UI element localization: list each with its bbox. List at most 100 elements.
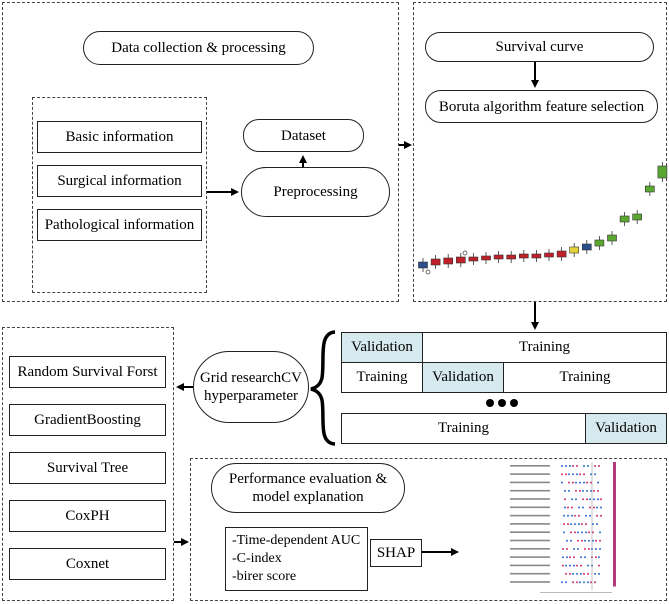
- metrics-box: -Time-dependent AUC -C-index -birer scor…: [225, 527, 368, 591]
- boxplot-box: [493, 254, 504, 260]
- shap-feature-label: [510, 514, 550, 517]
- shap-dot: [562, 548, 564, 550]
- shap-dot: [578, 523, 580, 526]
- boruta-box: Boruta algorithm feature selection: [425, 90, 658, 123]
- model-gradient-boosting: GradientBoosting: [9, 404, 166, 436]
- shap-dot: [567, 523, 569, 526]
- shap-dot: [561, 465, 563, 467]
- shap-dot: [567, 506, 569, 509]
- shap-dot: [597, 481, 599, 484]
- boxplot-box: [506, 254, 517, 260]
- shap-dot: [565, 465, 567, 467]
- shap-dot: [567, 514, 569, 517]
- shap-dot: [595, 548, 597, 550]
- shap-feature-label: [510, 498, 550, 500]
- shap-feature-label: [510, 465, 550, 467]
- ellipsis-dot: [510, 399, 518, 407]
- shap-dot: [594, 465, 596, 467]
- metric-c-index: -C-index: [232, 550, 282, 566]
- shap-dot: [586, 498, 588, 501]
- shap-dot: [587, 581, 589, 584]
- shap-dot: [593, 498, 595, 501]
- cv-row2-validation: Validation: [422, 362, 504, 393]
- shap-dot: [578, 514, 580, 517]
- shap-dot: [574, 514, 576, 517]
- shap-dot: [570, 523, 572, 526]
- shap-dot: [580, 556, 582, 559]
- shap-dot: [584, 539, 586, 542]
- shap-dot: [580, 572, 582, 575]
- shap-dot: [597, 489, 599, 492]
- shap-dot: [566, 539, 568, 542]
- shap-feature-label: [510, 531, 550, 533]
- shap-dot: [582, 506, 584, 509]
- shap-feature-label: [510, 581, 550, 583]
- shap-dot: [572, 473, 574, 476]
- boxplot-box: [455, 256, 466, 264]
- boxplot-box: [518, 253, 529, 259]
- shap-dot: [592, 523, 594, 526]
- model-coxnet: Coxnet: [9, 548, 166, 580]
- shap-dot: [589, 506, 591, 509]
- shap-dot: [599, 548, 601, 550]
- shap-dot: [594, 572, 596, 575]
- shap-dot: [579, 473, 581, 476]
- shap-dot: [576, 473, 578, 476]
- shap-dot: [563, 531, 565, 534]
- shap-dot: [581, 539, 583, 542]
- basic-information-box: Basic information: [37, 121, 202, 153]
- shap-dot: [561, 481, 563, 484]
- shap-dot: [565, 473, 567, 476]
- shap-feature-label: [510, 523, 550, 525]
- shap-dot: [590, 473, 592, 476]
- shap-dot: [563, 514, 565, 517]
- pathological-information-box: Pathological information: [37, 209, 202, 241]
- boxplot-box: [443, 257, 454, 265]
- shap-feature-label: [510, 556, 550, 558]
- shap-dot: [594, 473, 596, 476]
- shap-dot: [570, 531, 572, 534]
- shap-dot: [597, 498, 599, 501]
- shap-dot: [566, 556, 568, 559]
- shap-dot: [569, 465, 571, 467]
- shap-dot: [568, 481, 570, 484]
- shap-dot: [582, 489, 584, 492]
- shap-dot: [563, 523, 565, 526]
- shap-dot: [587, 465, 589, 467]
- shap-dot: [586, 489, 588, 492]
- performance-title-line1: Performance evaluation &: [228, 471, 388, 487]
- shap-dot: [581, 531, 583, 534]
- performance-panel: [190, 458, 667, 601]
- shap-dot: [584, 548, 586, 550]
- shap-dot: [561, 581, 563, 584]
- performance-title-box: Performance evaluation & model explanati…: [211, 463, 405, 513]
- shap-dot: [569, 572, 571, 575]
- shap-feature-label: [510, 506, 550, 509]
- shap-dot: [577, 539, 579, 542]
- shap-dot: [585, 531, 587, 534]
- shap-feature-label: [510, 481, 550, 484]
- shap-dot: [595, 539, 597, 542]
- shap-dot: [562, 556, 564, 559]
- shap-dot: [562, 564, 564, 567]
- grid-search-line2: hyperparameter: [203, 388, 299, 404]
- shap-dot: [564, 506, 566, 509]
- shap-feature-label: [510, 564, 550, 567]
- boxplot-box: [418, 261, 428, 269]
- shap-dot: [578, 506, 580, 509]
- shap-dot: [594, 581, 596, 584]
- shap-dot: [573, 556, 575, 559]
- model-random-survival-forest: Random Survival Forst: [9, 356, 166, 388]
- ellipsis-dot: [498, 399, 506, 407]
- cv-brace: [310, 330, 336, 446]
- shap-feature-label: [510, 572, 550, 575]
- shap-dot: [599, 531, 601, 534]
- shap-dot: [566, 548, 568, 550]
- shap-dot: [577, 531, 579, 534]
- shap-dot: [583, 572, 585, 575]
- shap-dot: [590, 489, 592, 492]
- shap-dot: [569, 556, 571, 559]
- input-group: [32, 97, 207, 293]
- shap-dot: [564, 498, 566, 501]
